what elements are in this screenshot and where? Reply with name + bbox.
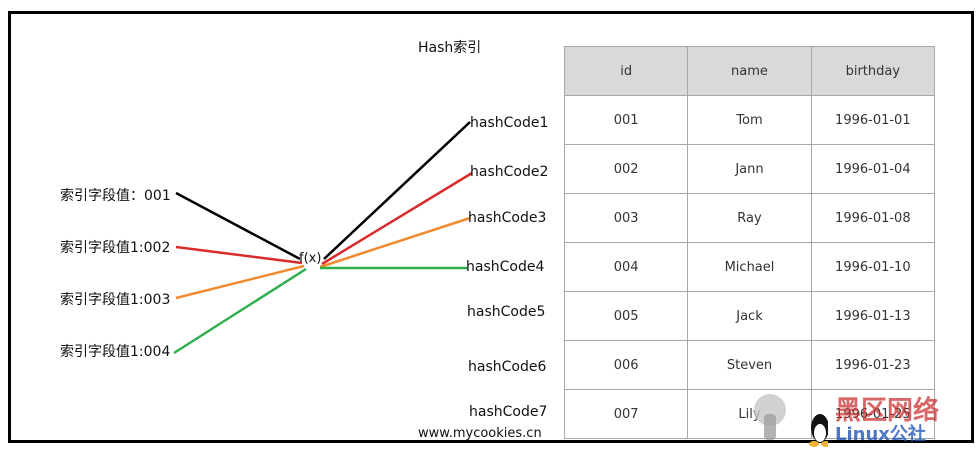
table-row: 004 Michael 1996-01-10 [563,242,936,292]
cell-birthday: 1996-01-04 [810,144,936,194]
index-key-1: 索引字段值：001 [60,188,171,204]
key3-to-fx-line [175,264,305,300]
hashcode-3: hashCode3 [468,210,547,226]
table-header-row: id name birthday [563,46,936,96]
cell-id: 005 [563,291,689,341]
hashcode-7: hashCode7 [469,404,548,420]
diagram-title: Hash索引 [418,40,482,56]
table-row: 007 Lily 1996-01-25 [563,389,936,439]
cell-name: Tom [687,95,812,145]
index-key-4: 索引字段值1:004 [60,344,171,360]
fx-to-hashcode2-line [321,171,473,266]
key1-to-fx-line [175,191,301,261]
cell-id: 002 [563,144,689,194]
hashcode-2: hashCode2 [470,164,549,180]
cell-birthday: 1996-01-13 [810,291,936,341]
hashcode-4: hashCode4 [466,259,545,275]
cell-birthday: 1996-01-25 [810,389,936,439]
table-row: 002 Jann 1996-01-04 [563,144,936,194]
index-key-3: 索引字段值1:003 [60,292,171,308]
penguin-logo-icon [754,394,828,447]
cell-birthday: 1996-01-08 [810,193,936,243]
cell-id: 004 [563,242,689,292]
diagram-frame [8,11,974,443]
cell-id: 006 [563,340,689,390]
cell-name: Jann [687,144,812,194]
column-header-name: name [687,46,812,96]
cell-name: Ray [687,193,812,243]
hashcode-1: hashCode1 [470,115,549,131]
fx-to-hashcode1-line [323,121,471,260]
hashcode-6: hashCode6 [468,359,547,375]
key4-to-fx-line [173,267,307,355]
table-row: 003 Ray 1996-01-08 [563,193,936,243]
cell-id: 007 [563,389,689,439]
watermark-text: 黑区网络 [835,396,940,426]
cell-name: Jack [687,291,812,341]
watermark-subtext: Linux公社 [835,424,926,445]
cell-name: Michael [687,242,812,292]
column-header-id: id [563,46,689,96]
cell-birthday: 1996-01-23 [810,340,936,390]
key2-to-fx-line [175,245,303,265]
hash-function-label: f(x) [299,251,322,266]
table-row: 006 Steven 1996-01-23 [563,340,936,390]
cell-name: Lily [687,389,812,439]
table-row: 001 Tom 1996-01-01 [563,95,936,145]
index-key-2: 索引字段值1:002 [60,240,171,256]
cell-id: 003 [563,193,689,243]
cell-name: Steven [687,340,812,390]
table-row: 005 Jack 1996-01-13 [563,291,936,341]
column-header-birthday: birthday [810,46,936,96]
footer-url: www.mycookies.cn [418,426,542,441]
cell-birthday: 1996-01-10 [810,242,936,292]
fx-to-hashcode3-line [319,216,471,269]
hashcode-5: hashCode5 [467,304,546,320]
cell-birthday: 1996-01-01 [810,95,936,145]
data-table: id name birthday 001 Tom 1996-01-01 002 … [563,46,936,439]
cell-id: 001 [563,95,689,145]
